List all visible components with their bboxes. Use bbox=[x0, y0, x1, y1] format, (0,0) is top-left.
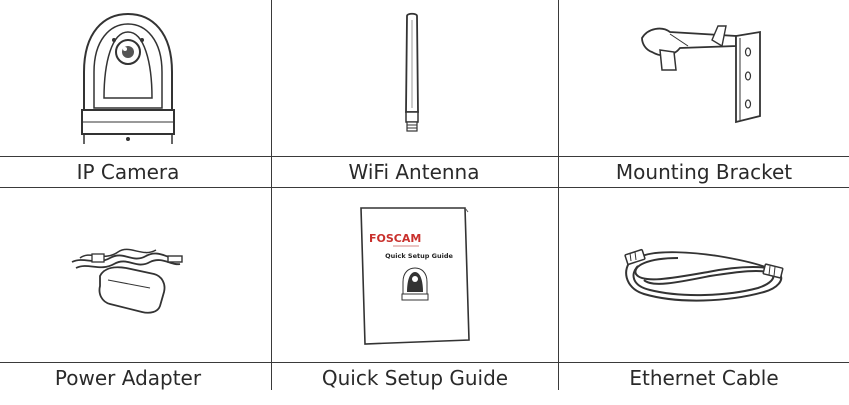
row-divider bbox=[0, 187, 849, 188]
item-label: IP Camera bbox=[70, 160, 186, 184]
item-label: Quick Setup Guide bbox=[316, 366, 514, 390]
row-divider bbox=[0, 156, 849, 157]
item-label: Ethernet Cable bbox=[614, 366, 794, 390]
column-divider bbox=[271, 0, 272, 390]
item-label: WiFi Antenna bbox=[342, 160, 486, 184]
mounting-bracket-icon bbox=[641, 25, 761, 124]
ip-camera-icon bbox=[81, 12, 175, 144]
guide-title: Quick Setup Guide bbox=[385, 252, 453, 260]
wifi-antenna-icon bbox=[405, 12, 419, 132]
item-label: Mounting Bracket bbox=[606, 160, 802, 184]
power-adapter-icon bbox=[71, 248, 183, 314]
guide-camera-image bbox=[401, 267, 429, 301]
row-divider bbox=[0, 362, 849, 363]
ethernet-cable-icon bbox=[624, 248, 784, 302]
quick-setup-guide-icon: FOSCAM Quick Setup Guide bbox=[360, 207, 470, 345]
column-divider bbox=[558, 0, 559, 390]
item-label: Power Adapter bbox=[48, 366, 208, 390]
guide-brand: FOSCAM bbox=[369, 232, 421, 245]
